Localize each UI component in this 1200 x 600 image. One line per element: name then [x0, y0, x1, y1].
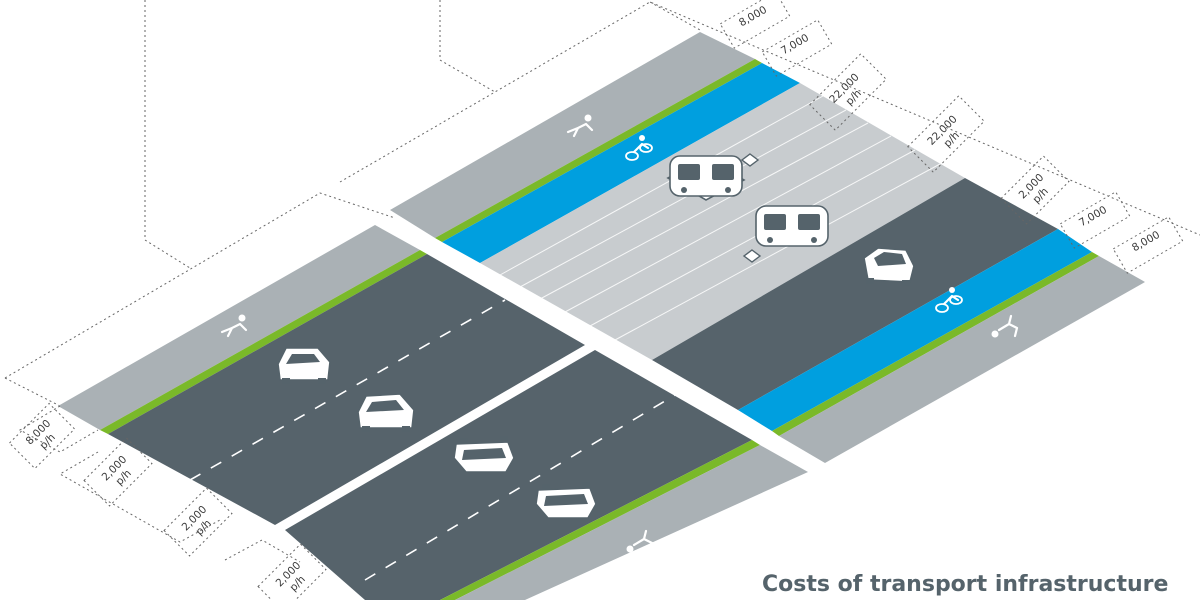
- cyclist-icon: [935, 287, 963, 313]
- top-green-strip-right: [772, 252, 1099, 436]
- top-tram-lanes: [480, 83, 965, 360]
- tram-icon: [666, 153, 760, 201]
- pedestrian-icon: [566, 114, 594, 138]
- capacity-label: 8,000: [719, 0, 791, 49]
- car-icon: [277, 347, 331, 384]
- tram-lane-lines: [499, 95, 941, 341]
- car-icon: [863, 247, 915, 286]
- capacity-label: 8,000: [1112, 216, 1184, 274]
- pedestrian-icon: [220, 314, 248, 338]
- svg-text:8,000: 8,000: [1130, 229, 1162, 254]
- diagram-title: Costs of transport infrastructure: [762, 572, 1168, 597]
- dotted-leader-lines: [4, 0, 1200, 407]
- top-green-strip-left: [435, 59, 762, 242]
- top-sidewalk-left: [390, 32, 755, 238]
- svg-text:8,000: 8,000: [737, 4, 769, 29]
- svg-text:7,000: 7,000: [779, 32, 811, 57]
- bottom-green-strip-top: [100, 250, 427, 434]
- tram-icon: [742, 205, 829, 263]
- bottom-green-strip-bottom: [440, 440, 760, 600]
- top-bike-lane-left: [442, 63, 800, 263]
- capacity-label: 2,000 p/h: [163, 487, 233, 557]
- bottom-sidewalk-bottom: [455, 445, 808, 600]
- car-icon: [453, 436, 515, 473]
- capacity-label: 8,000 p/h: [8, 402, 76, 470]
- pedestrian-icon: [626, 529, 654, 553]
- car-icon: [535, 482, 597, 519]
- capacity-label: 7,000: [761, 19, 833, 77]
- bottom-street: [58, 225, 808, 600]
- bottom-sidewalk-top: [58, 225, 420, 430]
- top-street: [390, 32, 1145, 463]
- top-road: [652, 178, 1058, 410]
- car-icon: [357, 393, 415, 432]
- top-bike-lane-right: [738, 229, 1092, 431]
- bottom-capacity-labels: 8,000 p/h 2,000 p/h 2,000 p/h 2,000 p/h: [8, 402, 327, 600]
- top-sidewalk-right: [779, 256, 1145, 463]
- bottom-road-lower: [285, 350, 752, 600]
- pedestrian-icon: [991, 314, 1019, 338]
- svg-text:7,000: 7,000: [1077, 204, 1109, 229]
- cyclist-icon: [625, 135, 653, 161]
